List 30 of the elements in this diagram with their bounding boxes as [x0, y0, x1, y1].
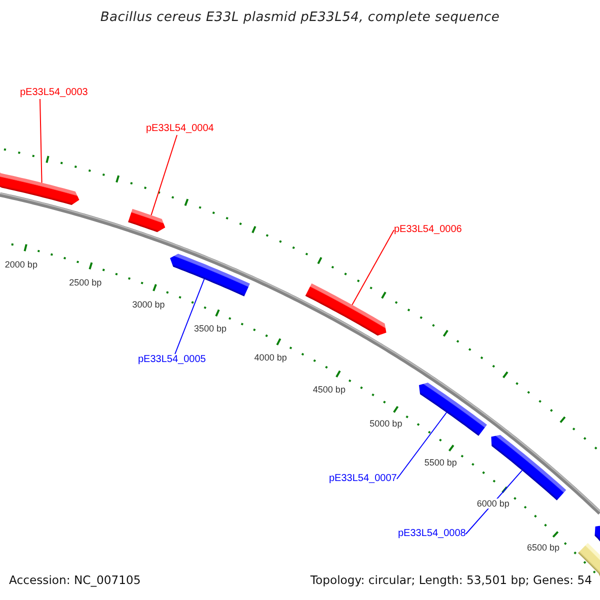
leader-line [40, 98, 42, 184]
gene-feature [418, 382, 487, 436]
gene-label: pE33L54_0003 [20, 87, 88, 99]
summary-text: Topology: circular; Length: 53,501 bp; Genes: 54 [310, 574, 592, 588]
gene-label: pE33L54_0008 [398, 528, 466, 540]
tick-label: 5000 bp [370, 419, 402, 430]
tick-label: 5500 bp [424, 457, 457, 468]
gene-feature [170, 254, 250, 296]
tick-label: 3000 bp [132, 299, 165, 310]
tick-label: 3500 bp [194, 324, 227, 335]
gene-feature [491, 434, 566, 500]
leader-line [352, 230, 394, 306]
tick-label: 4500 bp [312, 384, 346, 395]
gene-feature [128, 208, 166, 232]
gene-label: pE33L54_0006 [394, 224, 462, 236]
tick-label: 6500 bp [526, 542, 560, 553]
gene-label: pE33L54_0005 [138, 354, 206, 366]
accession-text: Accession: NC_007105 [9, 574, 141, 588]
gene-label: pE33L54_0007 [329, 473, 397, 485]
tick-label: 2000 bp [4, 260, 38, 271]
gene-feature [0, 170, 80, 206]
gene-label: pE33L54_0004 [146, 123, 214, 135]
tick-label: 4000 bp [254, 352, 287, 364]
tick-label: 6000 bp [476, 498, 510, 509]
gene-feature [305, 283, 386, 336]
leader-line [396, 412, 448, 480]
diagram-title: Bacillus cereus E33L plasmid pE33L54, complete sequence [100, 10, 500, 26]
tick-label: 2500 bp [69, 278, 102, 288]
leader-line [150, 134, 178, 216]
leader-line [174, 278, 205, 354]
